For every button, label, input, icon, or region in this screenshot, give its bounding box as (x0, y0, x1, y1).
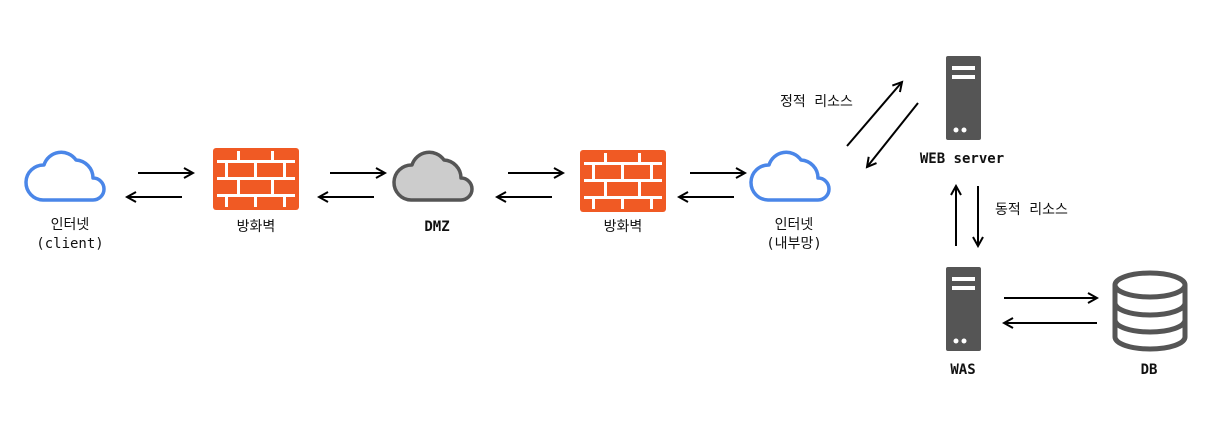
internet-internal-line2: (내부망) (766, 236, 822, 252)
was-label: WAS (950, 362, 976, 378)
firewall-icon (213, 148, 299, 210)
arrow-webserver-to-internal (867, 102, 919, 167)
cloud-icon (392, 150, 474, 202)
internet-internal-label: 인터넷 (내부망) (714, 216, 874, 254)
server-icon (946, 56, 981, 140)
db-label: DB (1140, 362, 1158, 378)
dynamic-resource-label: 동적 리소스 (995, 202, 1068, 218)
cloud-icon (24, 150, 106, 202)
static-resource-label: 정적 리소스 (780, 94, 853, 110)
server-icon (946, 267, 981, 351)
firewall-icon (580, 150, 666, 212)
cloud-icon (749, 150, 831, 202)
dmz-label: DMZ (424, 219, 450, 235)
arrow-internal-to-webserver (846, 82, 902, 147)
internet-client-line2: (client) (36, 236, 104, 252)
firewall-2-label: 방화벽 (603, 219, 643, 235)
internet-client-line1: 인터넷 (50, 217, 90, 233)
firewall-1-label: 방화벽 (236, 219, 276, 235)
internet-internal-line1: 인터넷 (774, 217, 814, 233)
internet-client-label: 인터넷 (client) (0, 216, 150, 254)
web-server-label: WEB server (919, 151, 1005, 167)
database-icon (1112, 270, 1188, 352)
